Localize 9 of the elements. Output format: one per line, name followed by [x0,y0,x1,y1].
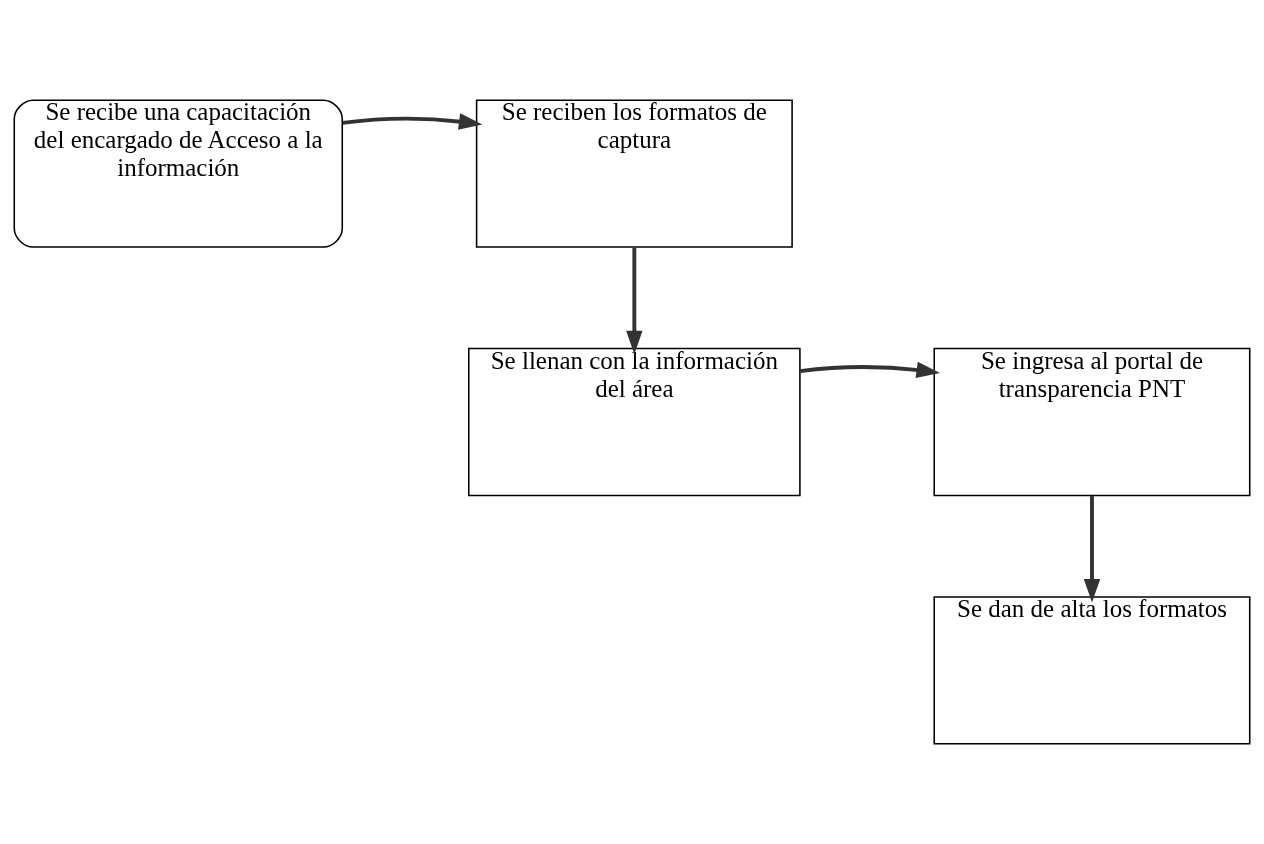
arrow [626,247,643,355]
node-box: Se ingresa al portal de transparencia PNT [933,347,1251,497]
node-box: Se dan de alta los formatos [933,596,1251,745]
node-box: Se recibe una capacitación del encargado de Acceso a la información [13,99,344,248]
arrow [799,361,940,379]
arrow [1083,495,1101,603]
arrow [342,113,483,130]
node-box: Se reciben los formatos de captura [475,99,793,248]
node-box: Se llenan con la información del área [468,347,801,497]
